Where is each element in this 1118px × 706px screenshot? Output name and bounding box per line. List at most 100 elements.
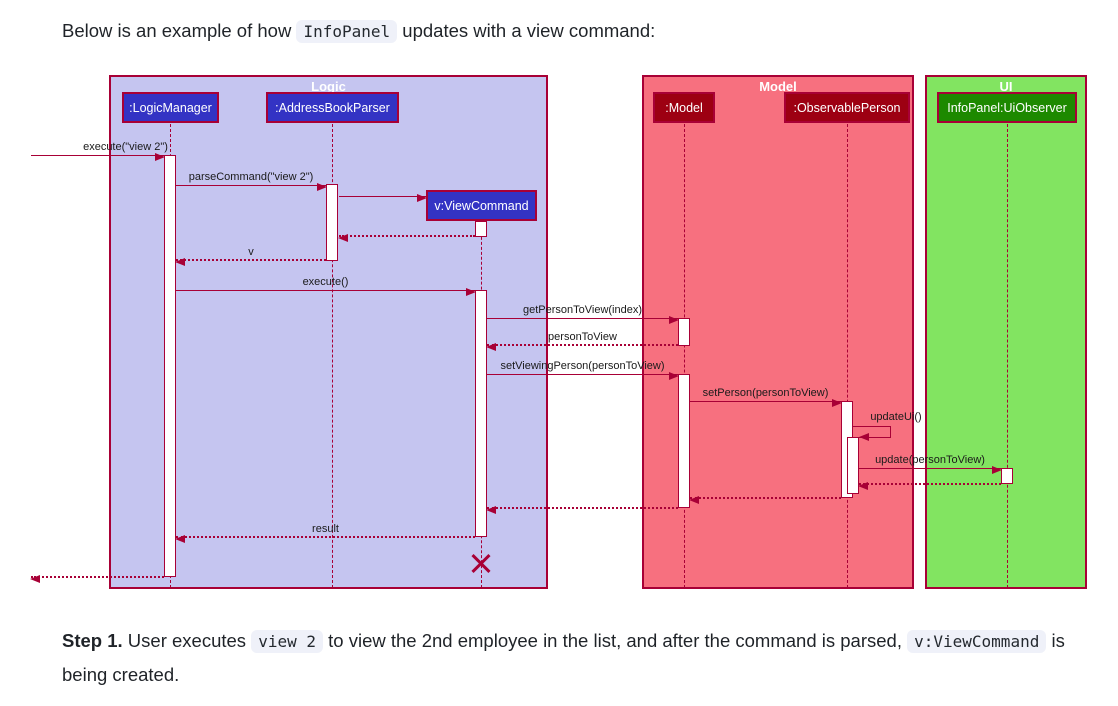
step1-text-2: to view the 2nd employee in the list, an… <box>323 630 908 651</box>
participant-observableperson: :ObservablePerson <box>784 92 910 123</box>
message-update-persontoview-label: update(personToView) <box>875 454 985 466</box>
message-line <box>31 576 164 578</box>
frame-logic-title: Logic <box>311 79 346 94</box>
message-line <box>690 497 841 499</box>
arrowhead-left-icon <box>175 534 185 543</box>
sequence-diagram: Logic Model UI :LogicManager :AddressBoo… <box>0 0 1118 620</box>
message-return-to-viewcommand <box>486 496 678 514</box>
step1-label: Step 1. <box>62 630 123 651</box>
participant-infopanel-label: InfoPanel:UiObserver <box>947 100 1067 115</box>
message-return-result-label: result <box>312 523 339 535</box>
activation-addressbookparser <box>326 184 338 261</box>
message-return-persontoview-label: personToView <box>548 331 617 343</box>
message-return-persontoview: personToView <box>486 331 678 351</box>
message-line <box>859 483 1001 485</box>
arrowhead-left-icon <box>689 495 699 504</box>
participant-logicmanager-label: :LogicManager <box>129 100 212 115</box>
message-return-to-parser <box>338 224 475 242</box>
arrowhead-right-icon <box>992 465 1002 474</box>
message-return-to-caller <box>30 565 164 583</box>
participant-infopanel: InfoPanel:UiObserver <box>937 92 1077 123</box>
lifeline-addressbookparser <box>332 124 333 588</box>
message-execute-view2-label: execute("view 2") <box>83 141 168 153</box>
message-return-to-model <box>689 486 841 504</box>
participant-model-label: :Model <box>665 100 703 115</box>
frame-ui-title: UI <box>999 79 1013 94</box>
message-line <box>176 259 326 261</box>
lifeline-observableperson <box>847 124 848 588</box>
participant-model: :Model <box>653 92 715 123</box>
message-line <box>176 536 475 538</box>
participant-observableperson-label: :ObservablePerson <box>793 100 901 115</box>
message-line <box>31 155 164 156</box>
message-getpersontoview-label: getPersonToView(index) <box>522 304 643 316</box>
arrowhead-right-icon <box>155 152 165 161</box>
arrowhead-left-icon <box>486 342 496 351</box>
message-line <box>487 374 678 375</box>
step1-text-3: is being created. <box>62 630 1065 685</box>
message-execute-view2: execute("view 2") <box>31 142 168 161</box>
activation-infopanel <box>1001 468 1013 484</box>
frame-logic: Logic <box>109 75 548 589</box>
lifeline-infopanel <box>1007 124 1008 588</box>
message-execute-label: execute() <box>302 276 349 288</box>
step1-paragraph: Step 1. User executes view 2 to view the… <box>62 624 1076 691</box>
activation-model-set <box>678 374 690 508</box>
intro-paragraph: Below is an example of how InfoPanel upd… <box>62 16 655 47</box>
intro-text-after: updates with a view command: <box>397 20 656 41</box>
message-line <box>176 290 475 291</box>
message-line <box>487 507 678 509</box>
message-update-persontoview: update(personToView) <box>859 454 1002 474</box>
message-setperson-label: setPerson(personToView) <box>702 387 829 399</box>
message-create-viewcommand <box>339 184 427 202</box>
message-return-v-label: v <box>248 246 254 258</box>
destroy-x-icon <box>470 553 492 575</box>
activation-observableperson-nested <box>847 437 859 494</box>
step1-text-1: User executes <box>122 630 252 651</box>
message-setviewingperson: setViewingPerson(personToView) <box>487 360 679 380</box>
arrowhead-right-icon <box>832 398 842 407</box>
message-return-from-infopanel <box>858 472 1001 490</box>
arrowhead-left-icon <box>858 481 868 490</box>
arrowhead-left-icon <box>486 505 496 514</box>
message-parsecommand-label: parseCommand("view 2") <box>188 171 314 183</box>
arrowhead-right-icon <box>669 315 679 324</box>
message-line <box>859 468 1001 469</box>
message-line <box>487 344 678 346</box>
participant-addressbookparser-label: :AddressBookParser <box>275 100 390 115</box>
participant-viewcommand-label: v:ViewCommand <box>434 198 529 213</box>
message-return-v: v <box>175 246 326 266</box>
arrowhead-right-icon <box>669 371 679 380</box>
activation-viewcommand-create <box>475 221 487 237</box>
participant-logicmanager: :LogicManager <box>122 92 219 123</box>
message-setperson: setPerson(personToView) <box>690 387 842 407</box>
message-line <box>690 401 841 402</box>
arrowhead-left-icon <box>338 233 348 242</box>
message-return-result: result <box>175 523 475 543</box>
participant-viewcommand: v:ViewCommand <box>426 190 537 221</box>
arrowhead-right-icon <box>317 182 327 191</box>
activation-viewcommand-execute <box>475 290 487 537</box>
message-updateui-label: updateUi() <box>870 411 922 423</box>
message-line <box>487 318 678 319</box>
message-setviewingperson-label: setViewingPerson(personToView) <box>500 360 665 372</box>
message-line <box>339 196 426 197</box>
message-updateui-loop <box>853 426 891 438</box>
message-line <box>339 235 475 237</box>
arrowhead-right-icon <box>417 193 427 202</box>
message-getpersontoview: getPersonToView(index) <box>487 304 679 324</box>
message-parsecommand: parseCommand("view 2") <box>176 171 327 191</box>
inline-code-viewcommand: v:ViewCommand <box>907 630 1047 653</box>
arrowhead-right-icon <box>466 287 476 296</box>
frame-model-title: Model <box>759 79 797 94</box>
lifeline-model <box>684 124 685 588</box>
arrowhead-left-icon <box>175 257 185 266</box>
activation-model-get <box>678 318 690 346</box>
inline-code-infopanel: InfoPanel <box>296 20 398 43</box>
activation-logicmanager <box>164 155 176 577</box>
inline-code-view2: view 2 <box>251 630 323 653</box>
participant-addressbookparser: :AddressBookParser <box>266 92 399 123</box>
frame-ui: UI <box>925 75 1087 589</box>
intro-text-before: Below is an example of how <box>62 20 297 41</box>
